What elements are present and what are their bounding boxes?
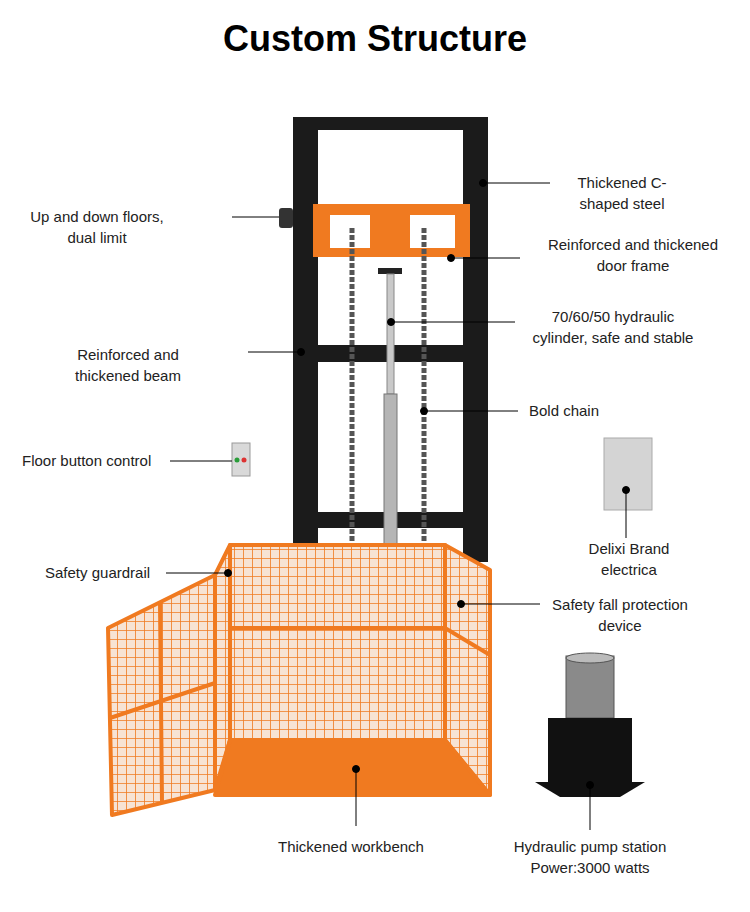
limit-switch	[279, 208, 293, 228]
part-label: Reinforced and thickened door frame	[538, 234, 728, 276]
part-label: Delixi Brand electrica	[572, 538, 687, 580]
part-label: Reinforced and thickened beam	[58, 344, 198, 386]
electric-box	[604, 438, 652, 510]
part-label: Bold chain	[529, 400, 679, 421]
part-label: Up and down floors, dual limit	[22, 206, 172, 248]
door-frame-plate	[313, 204, 470, 257]
part-label: Safety fall protection device	[535, 594, 705, 636]
leader-line	[166, 180, 630, 831]
floor-button	[232, 443, 250, 476]
chain	[352, 228, 424, 596]
part-label: Hydraulic pump station Power:3000 watts	[495, 836, 685, 878]
part-label: Thickened C-shaped steel	[562, 172, 682, 214]
cage	[108, 545, 490, 815]
diagram-title: Custom Structure	[0, 18, 750, 60]
part-label: 70/60/50 hydraulic cylinder, safe and st…	[523, 306, 703, 348]
part-label: Safety guardrail	[45, 562, 175, 583]
pump-station	[535, 653, 645, 797]
part-label: Thickened workbench	[251, 836, 451, 857]
part-label: Floor button control	[22, 450, 182, 471]
